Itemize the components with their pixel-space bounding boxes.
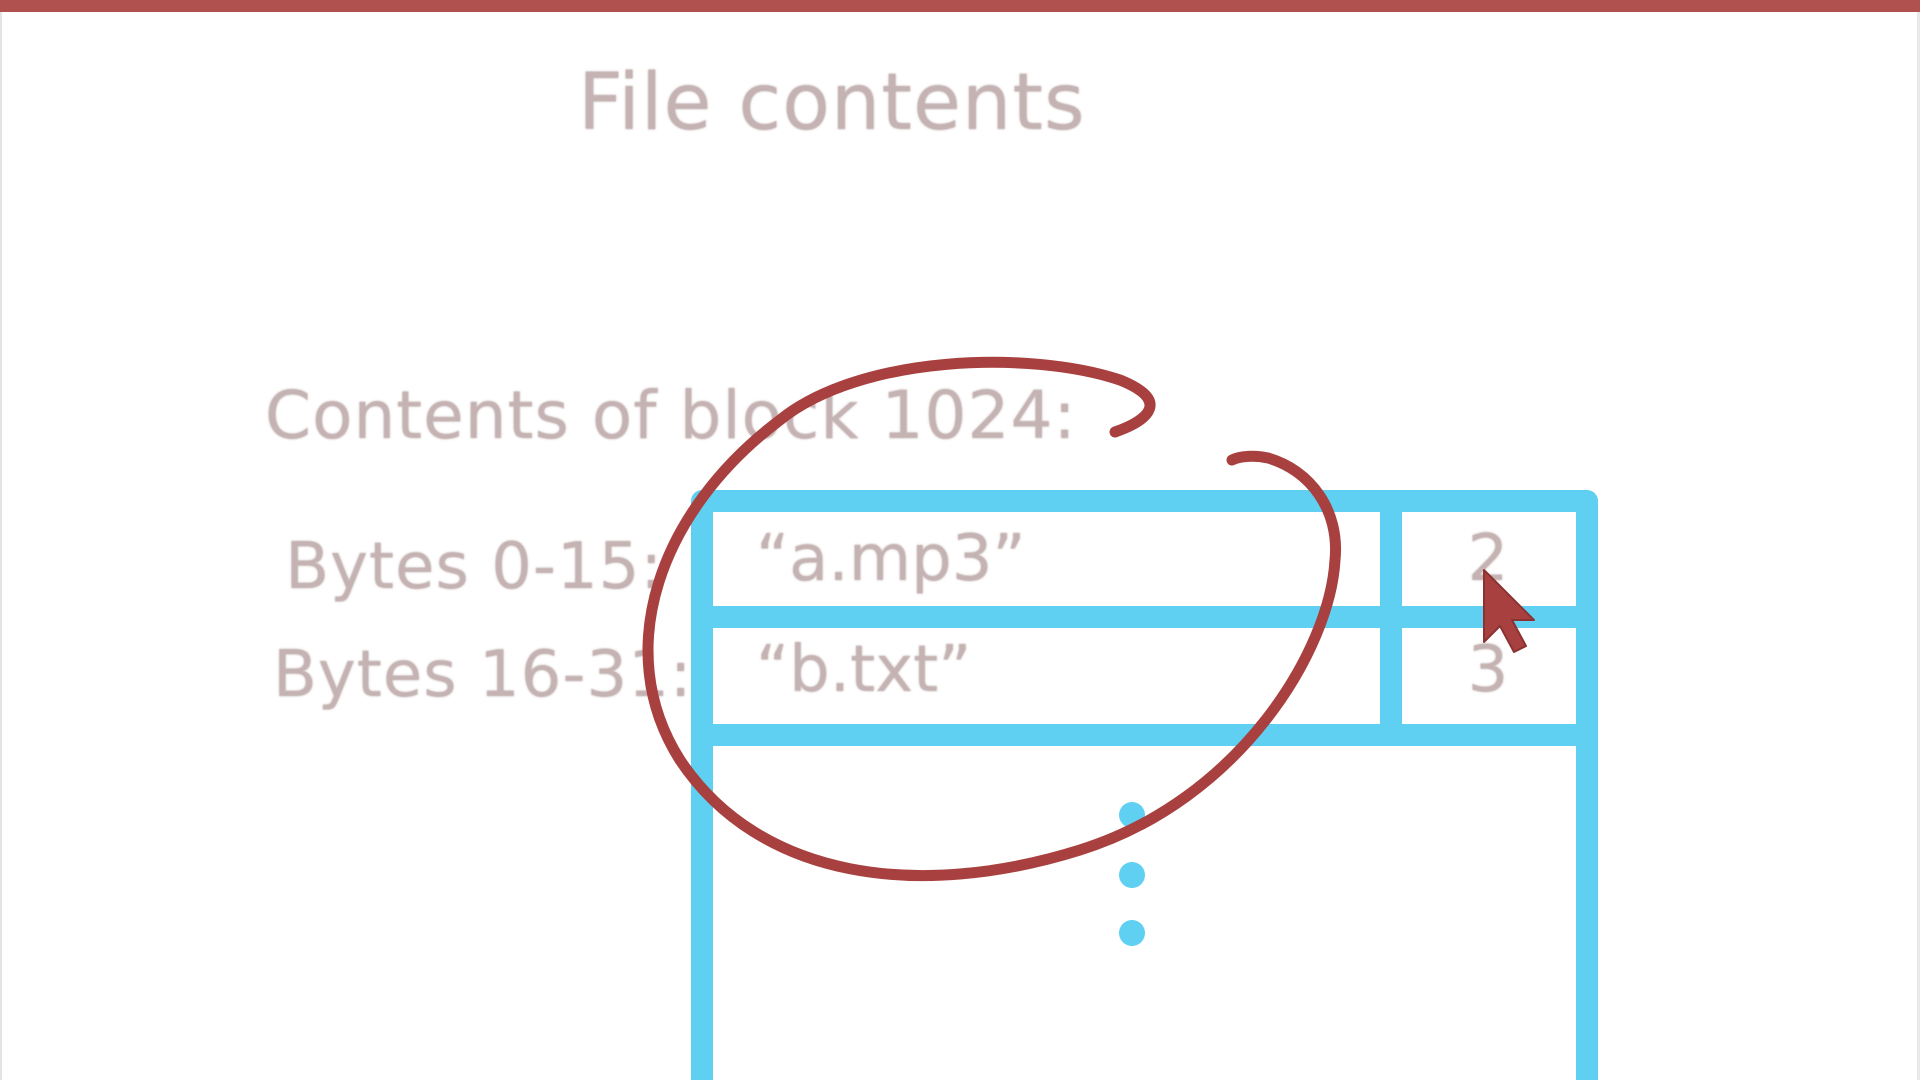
right-border (1917, 12, 1920, 1080)
block-heading: Contents of block 1024: (265, 377, 1077, 454)
mouse-pointer-icon (1483, 569, 1535, 653)
table-outline (691, 490, 1598, 1080)
table-cell-filename-0: “a.mp3” (756, 522, 1026, 596)
vertical-ellipsis-icon (1119, 802, 1145, 946)
annotation-circle (642, 356, 1342, 882)
top-accent-bar (0, 0, 1920, 12)
slide-title: File contents (578, 58, 1086, 148)
table-cell-inode-1: 3 (1467, 633, 1509, 707)
row-label-1: Bytes 16-31: (273, 638, 693, 712)
row-label-0: Bytes 0-15: (285, 530, 663, 604)
left-border (0, 12, 2, 1080)
directory-table (691, 490, 1598, 1080)
table-cell-filename-1: “b.txt” (756, 633, 972, 707)
